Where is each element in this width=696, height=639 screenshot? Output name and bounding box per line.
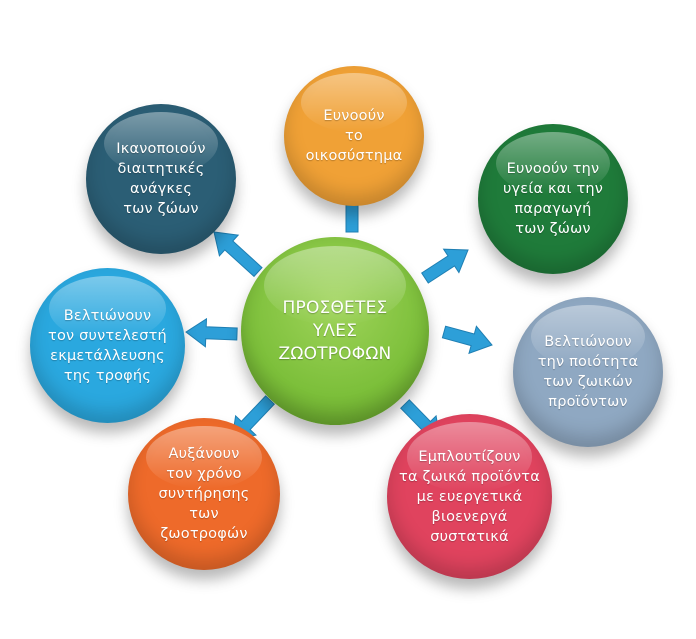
node-dietary-needs: Ικανοποιούν διαιτητικές ανάγκες των ζώων	[86, 104, 236, 254]
node-label: Ευνοούν την υγεία και την παραγωγή των ζ…	[502, 161, 604, 237]
node-label: Ικανοποιούν διαιτητικές ανάγκες των ζώων	[116, 141, 206, 217]
center-circle: ΠΡΟΣΘΕΤΕΣ ΥΛΕΣ ΖΩΟΤΡΟΦΩΝ	[241, 237, 429, 425]
node-shelf-life: Αυξάνουν τον χρόνο συντήρησης των ζωοτρο…	[128, 418, 280, 570]
arrow-feed-efficiency	[185, 317, 238, 348]
arrow-product-quality	[441, 325, 493, 355]
node-ecosystem: Ευνοούν το οικοσύστημα	[284, 66, 424, 206]
arrow-animal-health	[421, 248, 469, 284]
node-product-quality: Βελτιώνουν την ποιότητα των ζωικών προϊό…	[513, 297, 663, 447]
center-label: ΠΡΟΣΘΕΤΕΣ ΥΛΕΣ ΖΩΟΤΡΟΦΩΝ	[278, 297, 392, 364]
node-label: Βελτιώνουν την ποιότητα των ζωικών προϊό…	[537, 334, 639, 410]
node-label: Ευνοούν το οικοσύστημα	[305, 108, 403, 164]
node-feed-efficiency: Βελτιώνουν τον συντελεστή εκμετάλλευσης …	[30, 268, 185, 423]
node-animal-health: Ευνοούν την υγεία και την παραγωγή των ζ…	[478, 124, 628, 274]
arrow-dietary-needs	[213, 231, 263, 278]
node-bioactive: Εμπλουτίζουν τα ζωικά προϊόντα με ευεργε…	[387, 414, 552, 579]
node-label: Εμπλουτίζουν τα ζωικά προϊόντα με ευεργε…	[399, 448, 540, 545]
node-label: Αυξάνουν τον χρόνο συντήρησης των ζωοτρο…	[158, 446, 250, 542]
node-label: Βελτιώνουν τον συντελεστή εκμετάλλευσης …	[48, 307, 167, 384]
